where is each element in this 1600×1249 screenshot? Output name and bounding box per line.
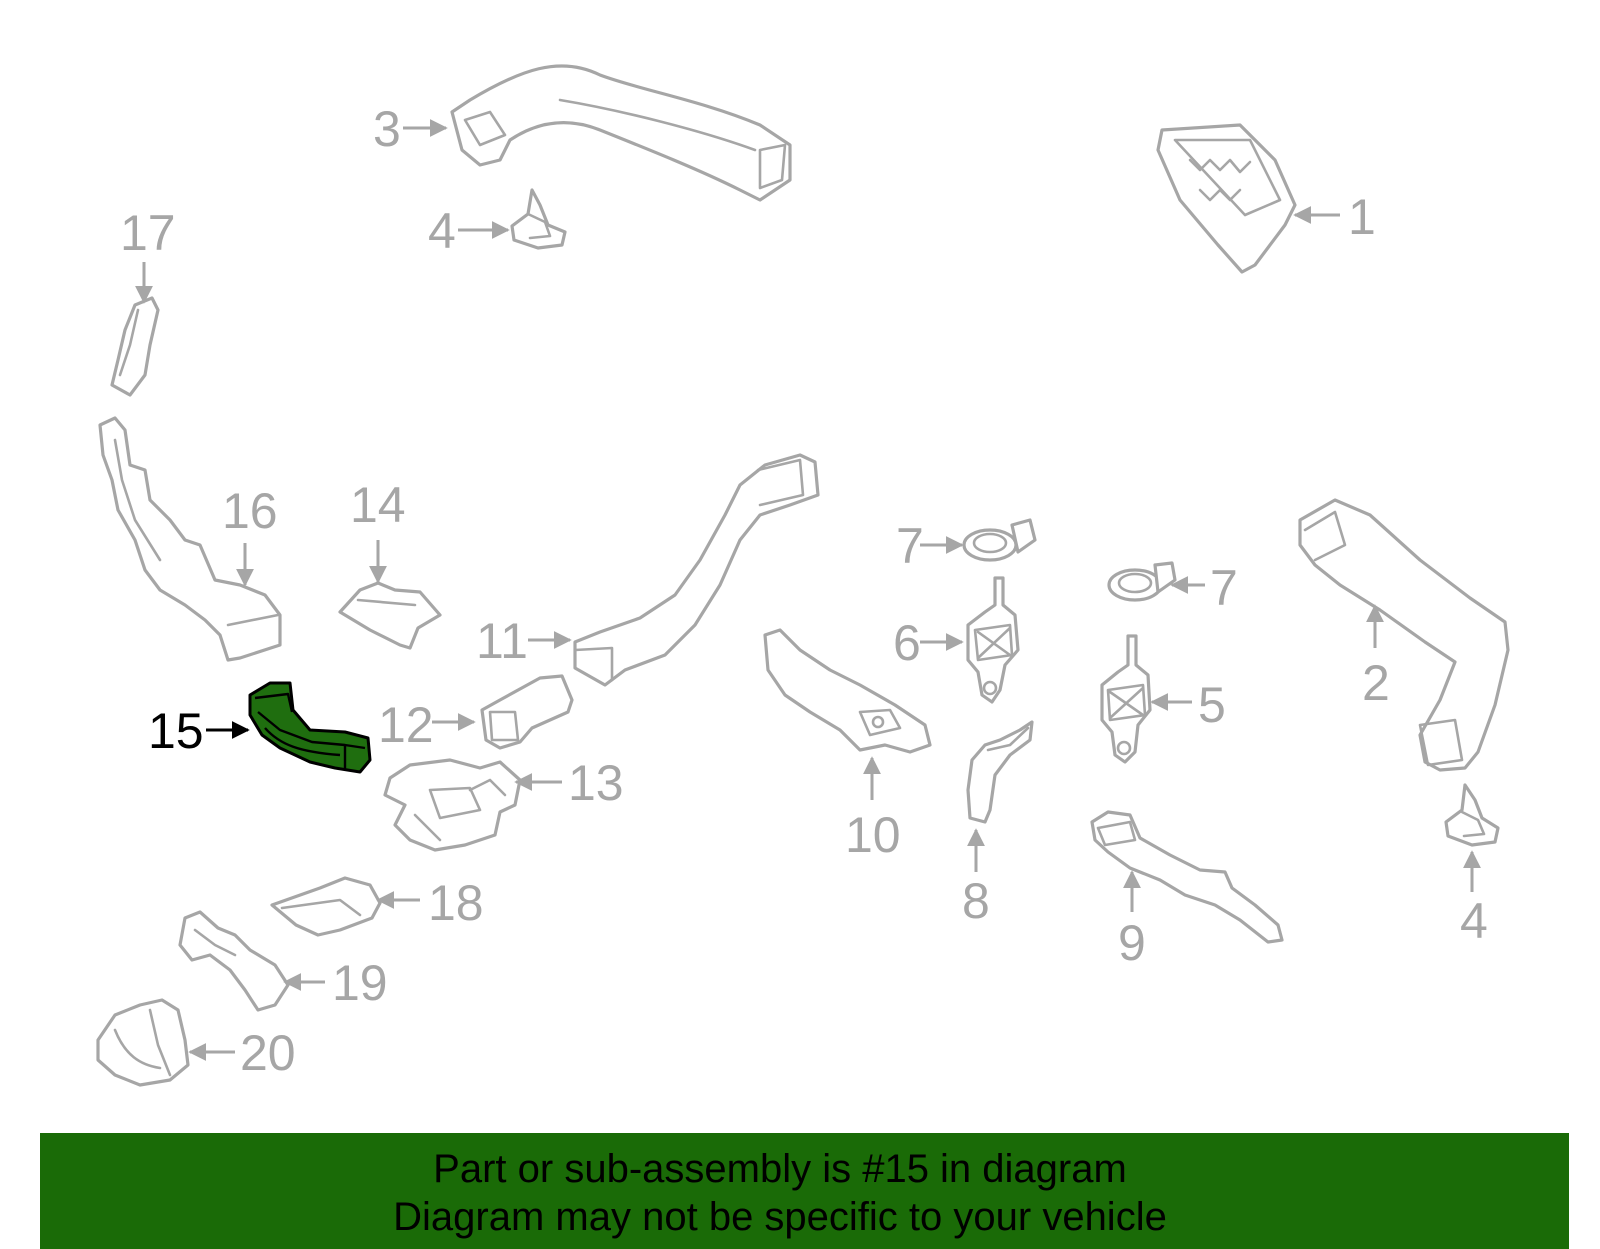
part-19-duct[interactable] [178,910,290,1012]
banner-part-note: Part or sub-assembly is #15 in diagram [433,1147,1127,1191]
svg-text:18: 18 [428,875,484,931]
part-10-duct[interactable] [763,628,932,754]
svg-text:6: 6 [893,615,921,671]
svg-text:13: 13 [568,755,624,811]
part-7-ring-right[interactable] [1107,561,1177,602]
part-15-highlighted-duct[interactable] [248,681,372,774]
callout-4-lower: 4 [1460,850,1488,949]
callout-12: 12 [378,697,476,753]
part-5-actuator[interactable] [1100,634,1152,764]
part-11-duct[interactable] [573,453,820,687]
svg-text:5: 5 [1198,677,1226,733]
svg-text:3: 3 [373,101,401,157]
callout-13: 13 [514,755,624,811]
svg-text:10: 10 [845,807,901,863]
callout-6: 6 [893,615,964,671]
part-20-cover[interactable] [96,998,190,1087]
callout-19: 19 [283,955,388,1011]
part-16-side-duct[interactable] [98,416,282,662]
svg-text:7: 7 [896,518,924,574]
part-12-box-duct[interactable] [480,674,574,750]
part-1-vent-grille[interactable] [1156,123,1297,274]
part-6-actuator[interactable] [966,576,1020,704]
svg-text:4: 4 [1460,893,1488,949]
callout-4-upper: 4 [428,203,510,259]
callout-14: 14 [350,477,406,584]
svg-text:8: 8 [962,873,990,929]
callout-17: 17 [120,205,176,304]
svg-text:15: 15 [148,703,204,759]
svg-text:12: 12 [378,697,434,753]
part-13-vent-assembly[interactable] [383,758,522,852]
part-18-pad[interactable] [270,876,382,937]
part-2-duct[interactable] [1298,498,1510,772]
callout-7-right: 7 [1170,560,1238,616]
svg-text:7: 7 [1210,560,1238,616]
callout-11: 11 [476,613,572,669]
part-7-ring-left[interactable] [962,518,1037,562]
callout-5: 5 [1150,677,1226,733]
svg-text:17: 17 [120,205,176,261]
part-4-clip-lower[interactable] [1444,783,1500,847]
svg-text:9: 9 [1118,915,1146,971]
part-4-clip-upper[interactable] [510,188,567,250]
callout-9: 9 [1118,870,1146,971]
callout-10: 10 [845,756,901,863]
svg-text:2: 2 [1362,655,1390,711]
svg-text:14: 14 [350,477,406,533]
svg-text:19: 19 [332,955,388,1011]
banner-disclaimer: Diagram may not be specific to your vehi… [393,1195,1167,1239]
svg-text:20: 20 [240,1025,296,1081]
svg-text:4: 4 [428,203,456,259]
callout-20: 20 [188,1025,296,1081]
callout-1: 1 [1293,189,1376,245]
callout-15: 15 [148,703,250,759]
svg-text:11: 11 [476,613,528,669]
info-banner: Part or sub-assembly is #15 in diagram D… [40,1133,1569,1249]
part-3-duct[interactable] [450,64,792,202]
part-8-strip[interactable] [966,720,1034,824]
part-14-pad[interactable] [338,581,442,650]
callout-18: 18 [376,875,484,931]
callout-16: 16 [222,483,278,587]
callout-7-left: 7 [896,518,964,574]
part-9-duct[interactable] [1090,810,1284,944]
callout-3: 3 [373,101,448,157]
svg-text:16: 16 [222,483,278,539]
svg-text:1: 1 [1348,189,1376,245]
callout-8: 8 [962,828,990,929]
callout-2: 2 [1362,604,1390,711]
part-17-bracket[interactable] [110,296,160,397]
